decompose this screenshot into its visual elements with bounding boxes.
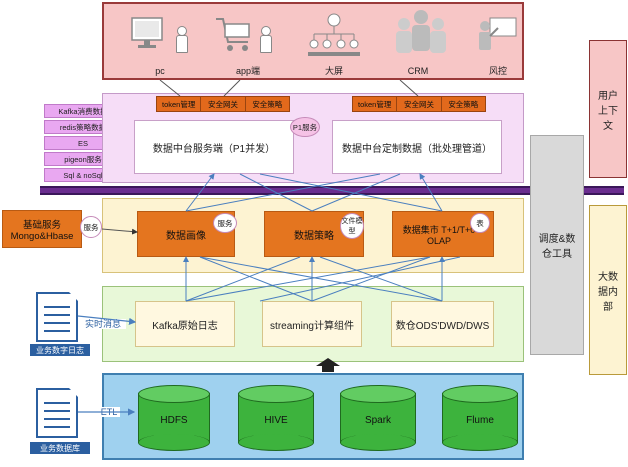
warehouse-ods-box: 数仓ODS'DWD/DWS — [391, 301, 494, 347]
data-strategy-tag: 文件模型 — [340, 213, 364, 239]
token-group-right: token管理 安全网关 安全策略 — [352, 96, 486, 112]
base-service-mongo-hbase: 基础服务 Mongo&Hbase — [2, 210, 82, 248]
token-group-left: token管理 安全网关 安全策略 — [156, 96, 290, 112]
hdfs-cylinder: HDFS — [138, 385, 210, 451]
token-management-label: token管理 — [157, 97, 202, 111]
shopping-cart-icon — [216, 18, 250, 51]
bigdata-internal-label: 大数据内部 — [589, 205, 627, 375]
user-context-label: 用户上下文 — [589, 40, 627, 178]
streaming-compute-box: streaming计算组件 — [262, 301, 362, 347]
business-log-document-icon — [36, 292, 78, 342]
business-db-document-icon — [36, 388, 78, 438]
base-service-tag: 服务 — [80, 216, 102, 238]
spark-cylinder: Spark — [340, 385, 416, 451]
user-label-risk: 风控 — [488, 66, 507, 76]
presenter-icon — [479, 17, 517, 50]
data-profile-box: 数据画像 — [137, 211, 235, 257]
hive-cylinder: HIVE — [238, 385, 314, 451]
scheduler-warehouse-tools: 调度&数仓工具 — [530, 135, 584, 355]
etl-label: ETL — [98, 407, 120, 418]
security-policy-label: 安全策略 — [252, 99, 283, 109]
user-label-screen: 大屏 — [324, 66, 343, 76]
user-person-icon — [258, 26, 272, 56]
flume-label: Flume — [466, 415, 494, 426]
group-people-icon — [396, 10, 446, 53]
security-gateway-label: 安全网关 — [201, 97, 246, 111]
spark-label: Spark — [364, 415, 392, 426]
users-band: pc app端 大屏 CRM 风控 — [102, 2, 524, 80]
network-tree-icon — [308, 13, 360, 56]
storage-band: HDFS HIVE Spark Flume — [102, 373, 524, 460]
token-management-label: token管理 — [353, 97, 398, 111]
data-platform-server: 数据中台服务端（P1并发） — [134, 120, 294, 174]
data-platform-custom: 数据中台定制数据（批处理管道） — [332, 120, 502, 174]
security-policy-label: 安全策略 — [448, 99, 479, 109]
computer-icon — [131, 17, 163, 48]
user-label-app: app端 — [235, 66, 261, 76]
hdfs-label: HDFS — [160, 415, 188, 426]
data-mart-tag: 表 — [470, 213, 490, 233]
hive-label: HIVE — [264, 415, 288, 426]
data-profile-tag: 服务 — [213, 213, 237, 233]
business-log-label: 业务数字日志 — [30, 344, 90, 356]
realtime-message-label: 实时消息 — [80, 319, 126, 330]
user-label-crm: CRM — [407, 66, 429, 76]
security-gateway-label: 安全网关 — [397, 97, 442, 111]
flume-cylinder: Flume — [442, 385, 518, 451]
kafka-raw-log-box: Kafka原始日志 — [135, 301, 235, 347]
business-db-label: 业务数据库 — [30, 442, 90, 454]
user-person-icon — [174, 26, 188, 56]
p1-service-tag: P1服务 — [290, 117, 320, 137]
user-label-pc: pc — [155, 66, 165, 76]
